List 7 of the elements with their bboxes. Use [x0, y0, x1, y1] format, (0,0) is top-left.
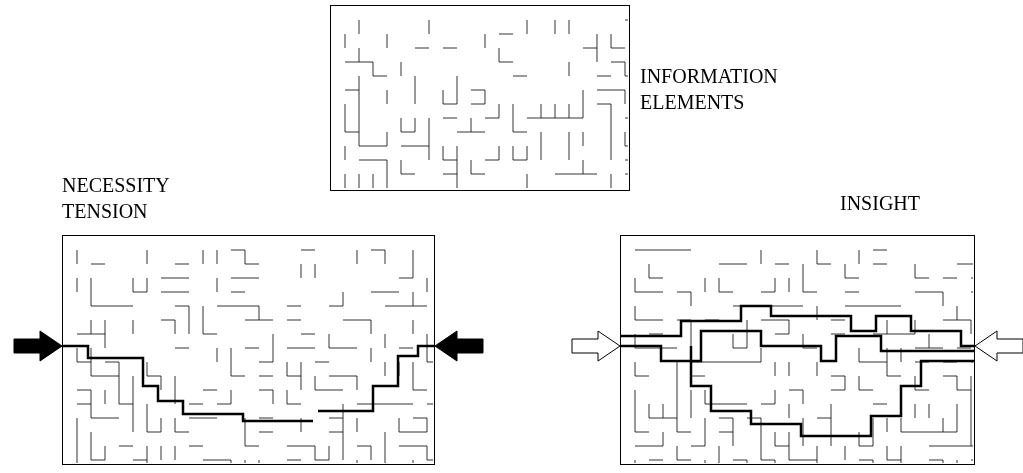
- block-arrow: [974, 330, 1023, 362]
- panel-heading: INFORMATION ELEMENTS: [640, 64, 779, 115]
- panel-heading: NECESSITY TENSION: [62, 173, 171, 224]
- block-arrow: [571, 330, 621, 362]
- panel-heading: INSIGHT: [840, 191, 921, 216]
- block-arrow: [13, 330, 63, 362]
- block-arrow: [434, 330, 484, 362]
